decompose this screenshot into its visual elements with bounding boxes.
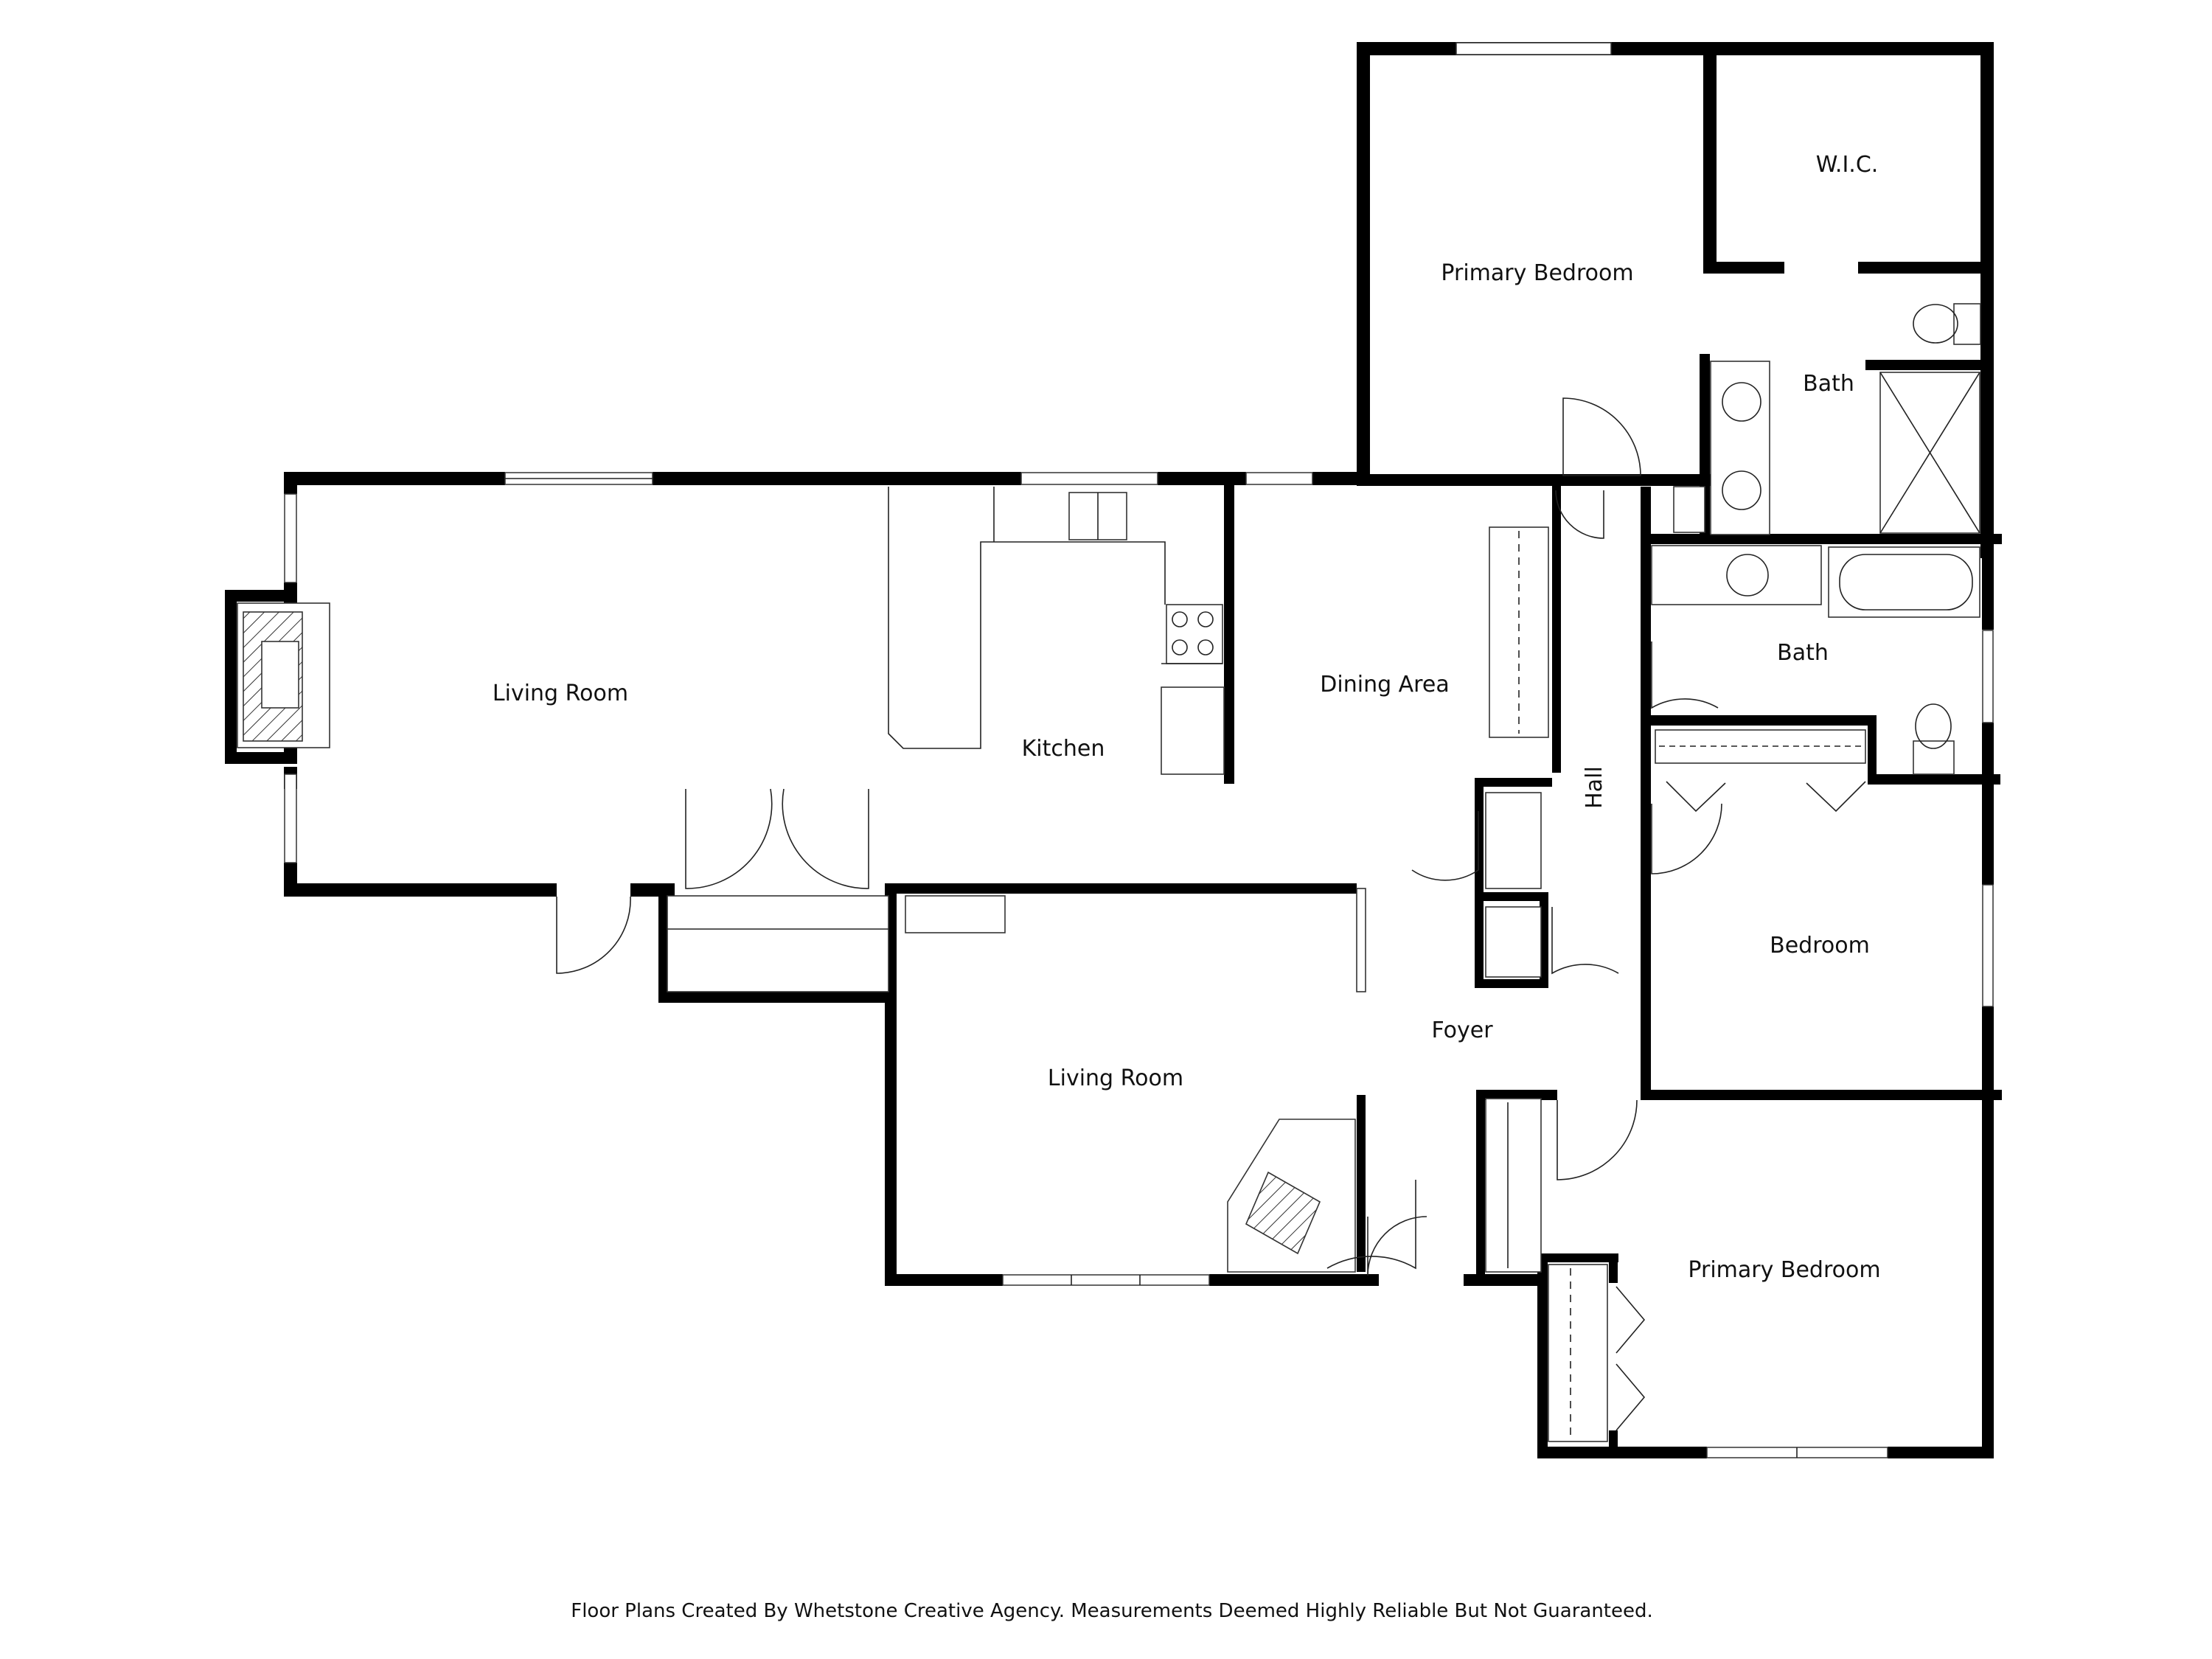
wall-segment — [1641, 715, 1877, 726]
room-label-living-room-south: Living Room — [1048, 1065, 1183, 1091]
room-label-bath-hall: Bath — [1777, 640, 1829, 666]
window — [1982, 884, 1994, 1007]
wall-segment — [1982, 1006, 1994, 1099]
wall-segment — [1982, 534, 1994, 630]
wall-segment — [1609, 1253, 1618, 1283]
door-swing — [1562, 397, 1641, 476]
wall-segment — [1357, 42, 1994, 55]
wall-segment — [1641, 487, 1651, 1091]
wall-segment — [284, 472, 297, 494]
door-swing — [1551, 907, 1619, 975]
room-label-primary-bedroom-top: Primary Bedroom — [1441, 260, 1633, 286]
wall-segment — [885, 883, 1357, 894]
misc-fixtures — [667, 526, 1646, 1442]
wall-segment — [1476, 1090, 1485, 1274]
wall-segment — [1868, 774, 2000, 785]
window — [1020, 472, 1158, 485]
wall-segment — [1552, 485, 1561, 773]
wall-segment — [225, 752, 297, 764]
wall-segment — [653, 472, 1021, 485]
toilet-icon — [1913, 740, 1955, 775]
wall-segment — [1357, 474, 1644, 486]
wall-segment — [1357, 1095, 1366, 1272]
wall-segment — [1476, 1090, 1557, 1100]
wall-segment — [1865, 360, 1994, 370]
wall-segment — [1475, 778, 1484, 988]
bathtub-icon — [1828, 546, 1980, 618]
wall-segment — [1209, 1274, 1379, 1286]
window — [284, 773, 297, 863]
wall-segment — [1868, 715, 1877, 778]
door-swing — [1651, 641, 1719, 709]
wall-segment — [1357, 42, 1370, 484]
door-swing — [556, 896, 631, 974]
wall-segment — [1537, 1447, 1707, 1458]
wall-segment — [1641, 1090, 2002, 1100]
fireplace-west — [237, 602, 330, 748]
wall-segment — [1224, 485, 1234, 784]
room-label-bedroom: Bedroom — [1770, 933, 1870, 959]
wall-segment — [225, 590, 237, 764]
wall-segment — [1475, 892, 1548, 901]
room-label-wic: W.I.C. — [1816, 152, 1879, 178]
vanity — [1710, 361, 1770, 535]
room-label-primary-bedroom-bottom: Primary Bedroom — [1688, 1257, 1880, 1283]
door-swing — [1411, 811, 1479, 881]
fireplace-south — [1227, 1119, 1356, 1273]
wall-segment — [1980, 42, 1994, 558]
wall-segment — [1703, 42, 1717, 271]
window — [1002, 1274, 1210, 1286]
room-label-foyer: Foyer — [1431, 1018, 1493, 1043]
room-label-kitchen: Kitchen — [1022, 736, 1105, 762]
wall-segment — [1312, 472, 1364, 485]
room-label-bath-primary: Bath — [1803, 371, 1854, 397]
kitchen-fixtures — [888, 487, 1225, 775]
wall-segment — [284, 472, 505, 485]
room-label-living-room-west: Living Room — [493, 681, 628, 706]
door-swing — [1367, 1216, 1427, 1276]
room-label-dining-area: Dining Area — [1320, 672, 1449, 698]
wall-segment — [1982, 1090, 1994, 1456]
wall-segment — [885, 1274, 1003, 1286]
wall-segment — [1703, 262, 1784, 274]
wall-segment — [1622, 474, 1711, 486]
door-swing — [1555, 490, 1604, 539]
wall-segment — [284, 883, 557, 897]
wall-segment — [1641, 534, 2002, 544]
wall-segment — [658, 991, 894, 1003]
wall-segment — [1537, 1253, 1548, 1458]
window — [1982, 630, 1994, 723]
wall-segment — [1540, 892, 1548, 988]
window — [1455, 42, 1612, 55]
refrigerator-icon — [1161, 686, 1225, 775]
wall-segment — [1858, 262, 1994, 274]
door-swing — [1326, 1180, 1416, 1270]
wall-segment — [1464, 1274, 1537, 1286]
wall-segment — [1537, 1253, 1618, 1262]
wall-segment — [225, 590, 297, 602]
hall-bath-fixtures — [1651, 545, 1980, 813]
wall-segment — [1609, 1430, 1618, 1453]
doors — [556, 397, 1722, 1276]
wall-segment — [1475, 778, 1552, 787]
door-swing — [782, 788, 869, 889]
door-swing — [685, 788, 773, 889]
door-swing — [1651, 803, 1722, 874]
windows — [284, 42, 1994, 1458]
wall-segment — [1158, 472, 1246, 485]
footer-disclaimer: Floor Plans Created By Whetstone Creativ… — [571, 1600, 1653, 1622]
vanity — [1651, 545, 1822, 605]
primary-bath-fixtures — [1673, 303, 1981, 535]
toilet-icon — [1953, 303, 1981, 345]
wall-segment — [1888, 1447, 1994, 1458]
door-swing — [1557, 1099, 1638, 1180]
room-label-hall: Hall — [1582, 766, 1607, 809]
wall-segment — [1475, 979, 1548, 988]
wall-segment — [885, 991, 897, 1286]
window — [1245, 472, 1313, 485]
window — [284, 493, 297, 583]
wall-segment — [1982, 723, 1994, 885]
